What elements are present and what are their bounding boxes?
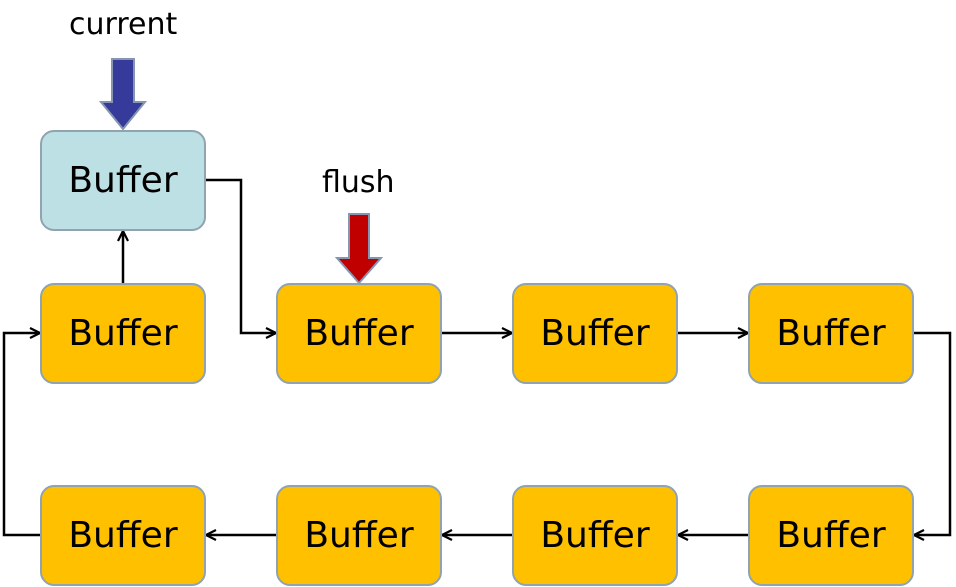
buffer-row2-1: Buffer [40, 485, 206, 586]
buffer-flush: Buffer [276, 283, 442, 384]
buffer-row1-3: Buffer [512, 283, 678, 384]
flush-label: flush [322, 165, 395, 200]
flush-pointer-arrow [334, 213, 384, 285]
current-pointer-arrow [98, 58, 148, 131]
connector-current-to-row [206, 178, 276, 333]
connector-left-up [2, 333, 40, 537]
buffer-row2-4: Buffer [748, 485, 914, 586]
buffer-row2-2: Buffer [276, 485, 442, 586]
buffer-row1-4: Buffer [748, 283, 914, 384]
buffer-row1-1: Buffer [40, 283, 206, 384]
connector-right-down [914, 331, 952, 535]
buffer-row2-3: Buffer [512, 485, 678, 586]
current-label: current [69, 7, 178, 42]
buffer-current: Buffer [40, 130, 206, 231]
